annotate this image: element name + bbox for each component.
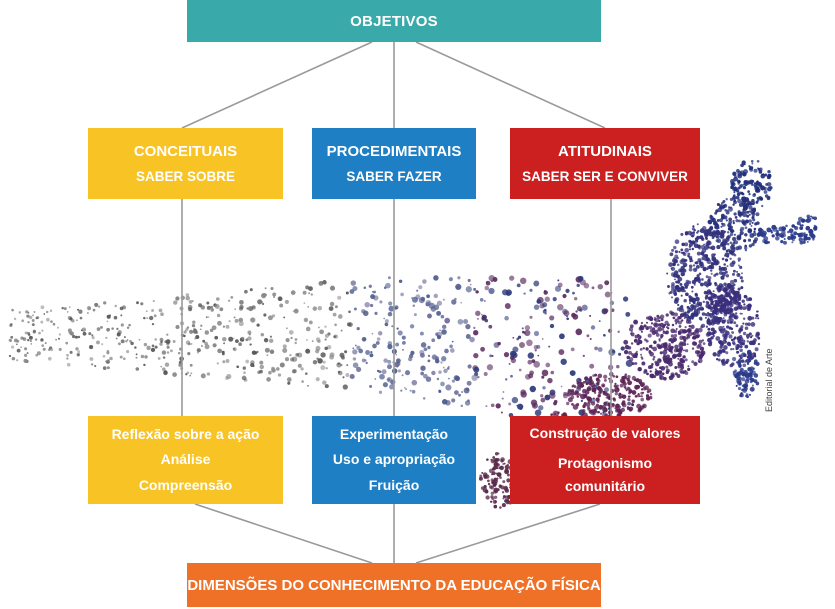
category-subtitle: SABER SER E CONVIVER	[522, 169, 688, 184]
dimensions-footer: DIMENSÕES DO CONHECIMENTO DA EDUCAÇÃO FÍ…	[187, 563, 601, 607]
items-procedimentais: Experimentação Uso e apropriação Fruição	[312, 416, 476, 504]
category-title: PROCEDIMENTAIS	[326, 143, 462, 160]
particle-trail	[8, 275, 633, 440]
connector-bottom-left	[194, 503, 373, 564]
item-line: Protagonismo	[557, 454, 653, 471]
category-title: ATITUDINAIS	[558, 143, 652, 160]
connector-top-left	[181, 41, 373, 129]
item-line: Análise	[160, 451, 211, 468]
category-subtitle: SABER FAZER	[346, 169, 442, 184]
item-line: Experimentação	[339, 425, 449, 442]
dimensions-label: DIMENSÕES DO CONHECIMENTO DA EDUCAÇÃO FÍ…	[187, 576, 601, 594]
items-conceituais: Reflexão sobre a ação Análise Compreensã…	[88, 416, 283, 504]
items-atitudinais: Construção de valores Protagonismo comun…	[510, 416, 700, 504]
item-line: Fruição	[368, 476, 420, 493]
category-title: CONCEITUAIS	[133, 143, 238, 160]
category-conceituais: CONCEITUAIS SABER SOBRE	[88, 128, 283, 199]
connector-top-right	[415, 41, 606, 129]
objectives-label: OBJETIVOS	[350, 12, 438, 30]
image-credit: Editorial de Arte	[764, 348, 774, 412]
category-atitudinais: ATITUDINAIS SABER SER E CONVIVER	[510, 128, 700, 199]
category-subtitle: SABER SOBRE	[135, 169, 235, 184]
item-line: Reflexão sobre a ação	[111, 425, 260, 442]
connector-lines	[181, 41, 612, 564]
connector-bottom-right	[415, 503, 601, 564]
item-line: Compreensão	[138, 476, 233, 493]
item-line: Construção de valores	[529, 425, 681, 442]
item-line: comunitário	[564, 478, 646, 495]
category-procedimentais: PROCEDIMENTAIS SABER FAZER	[312, 128, 476, 199]
item-line: Uso e apropriação	[332, 451, 456, 468]
objectives-header: OBJETIVOS	[187, 0, 601, 42]
